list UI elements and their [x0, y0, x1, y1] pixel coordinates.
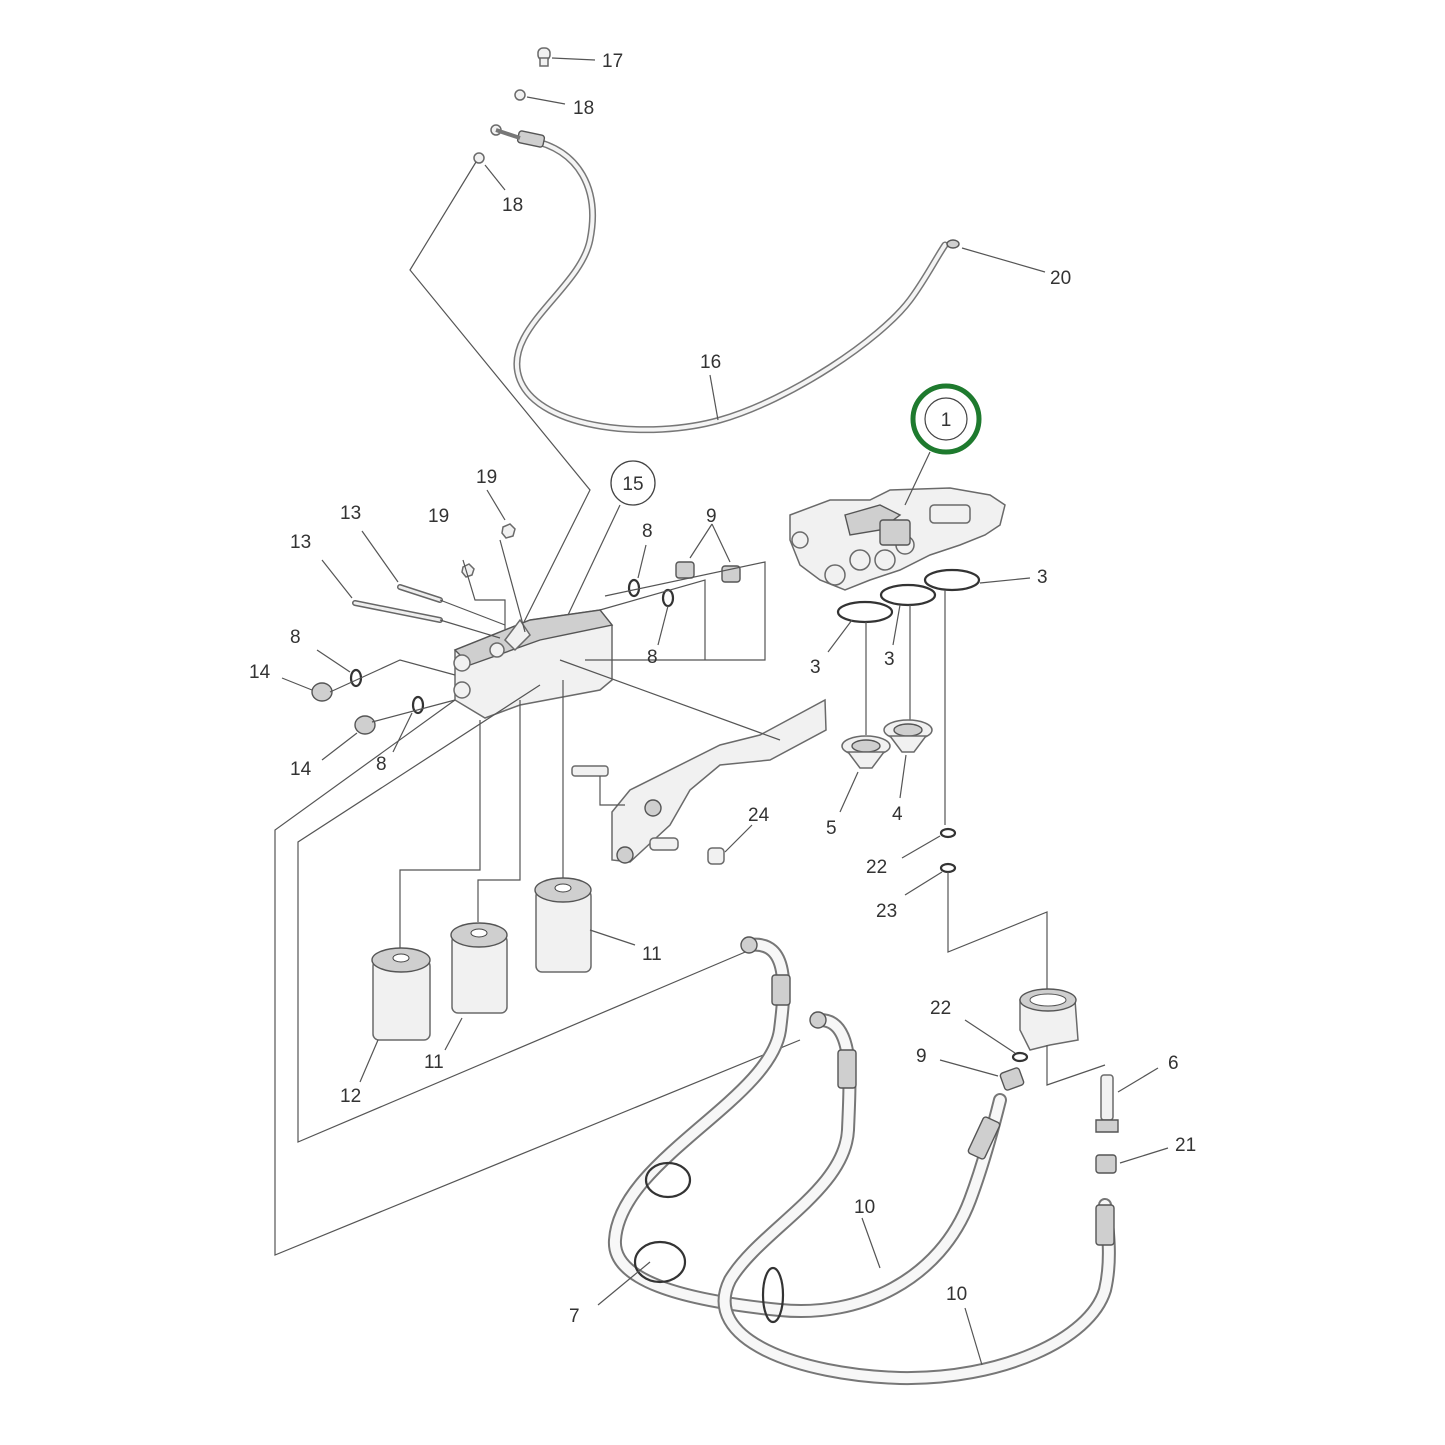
- callout-3: 3: [810, 657, 821, 678]
- adapter-21[interactable]: [1095, 1154, 1117, 1174]
- cap-14[interactable]: [311, 682, 376, 735]
- callout-16: 16: [700, 352, 721, 373]
- valve-body-1[interactable]: [789, 487, 1006, 591]
- callout-22: 22: [930, 998, 951, 1019]
- callout-21: 21: [1175, 1135, 1196, 1156]
- nut-19[interactable]: [461, 523, 516, 578]
- callout-5: 5: [826, 818, 837, 839]
- sensor-housing[interactable]: [1019, 988, 1079, 1051]
- callout-14: 14: [249, 662, 271, 683]
- callout-circle-15: [610, 460, 656, 506]
- hose-assembly-7[interactable]: [607, 936, 1116, 1386]
- callout-18: 18: [573, 98, 594, 119]
- callout-23: 23: [876, 901, 897, 922]
- seal-22-23[interactable]: [939, 827, 957, 874]
- callout-9: 9: [916, 1046, 927, 1067]
- callout-19: 19: [428, 506, 449, 527]
- filter-head-15[interactable]: [453, 609, 614, 719]
- callout-17: 17: [602, 51, 623, 72]
- callout-4: 4: [892, 804, 903, 825]
- callout-8: 8: [376, 754, 387, 775]
- callout-10: 10: [854, 1197, 875, 1218]
- callout-7: 7: [569, 1306, 580, 1327]
- callout-24: 24: [748, 805, 770, 826]
- callout-12: 12: [340, 1086, 361, 1107]
- cable-assembly[interactable]: [490, 124, 960, 434]
- filter-12[interactable]: [371, 947, 431, 1041]
- screw-17[interactable]: [537, 47, 551, 67]
- callout-14: 14: [290, 759, 312, 780]
- bracket-24[interactable]: [571, 698, 827, 865]
- callout-1: 1: [941, 410, 952, 431]
- callout-9: 9: [706, 506, 717, 527]
- callout-3: 3: [1037, 567, 1048, 588]
- check-valve-4[interactable]: [883, 719, 933, 753]
- callout-11: 11: [424, 1052, 444, 1073]
- callout-19: 19: [476, 467, 497, 488]
- check-valve-5[interactable]: [841, 735, 891, 769]
- callout-13: 13: [290, 532, 311, 553]
- clip-18[interactable]: [473, 89, 526, 164]
- callout-13: 13: [340, 503, 361, 524]
- highlight-callout-1[interactable]: 1: [910, 383, 982, 455]
- seal-22-lower[interactable]: [1011, 1051, 1029, 1063]
- callout-6: 6: [1168, 1053, 1179, 1074]
- fitting-9-lower[interactable]: [999, 1067, 1025, 1091]
- callout-20: 20: [1050, 268, 1071, 289]
- callout-18: 18: [502, 195, 523, 216]
- callout-10: 10: [946, 1284, 967, 1305]
- callout-3: 3: [884, 649, 895, 670]
- callout-22: 22: [866, 857, 887, 878]
- callout-8: 8: [647, 647, 658, 668]
- callout-8: 8: [290, 627, 301, 648]
- callout-11: 11: [642, 944, 662, 965]
- callout-8: 8: [642, 521, 653, 542]
- o-ring-3[interactable]: [836, 568, 981, 624]
- callout-15: 15: [622, 474, 643, 495]
- sensor-6[interactable]: [1095, 1074, 1119, 1133]
- filter-11[interactable]: [450, 877, 592, 1014]
- bolt-13[interactable]: [352, 584, 443, 623]
